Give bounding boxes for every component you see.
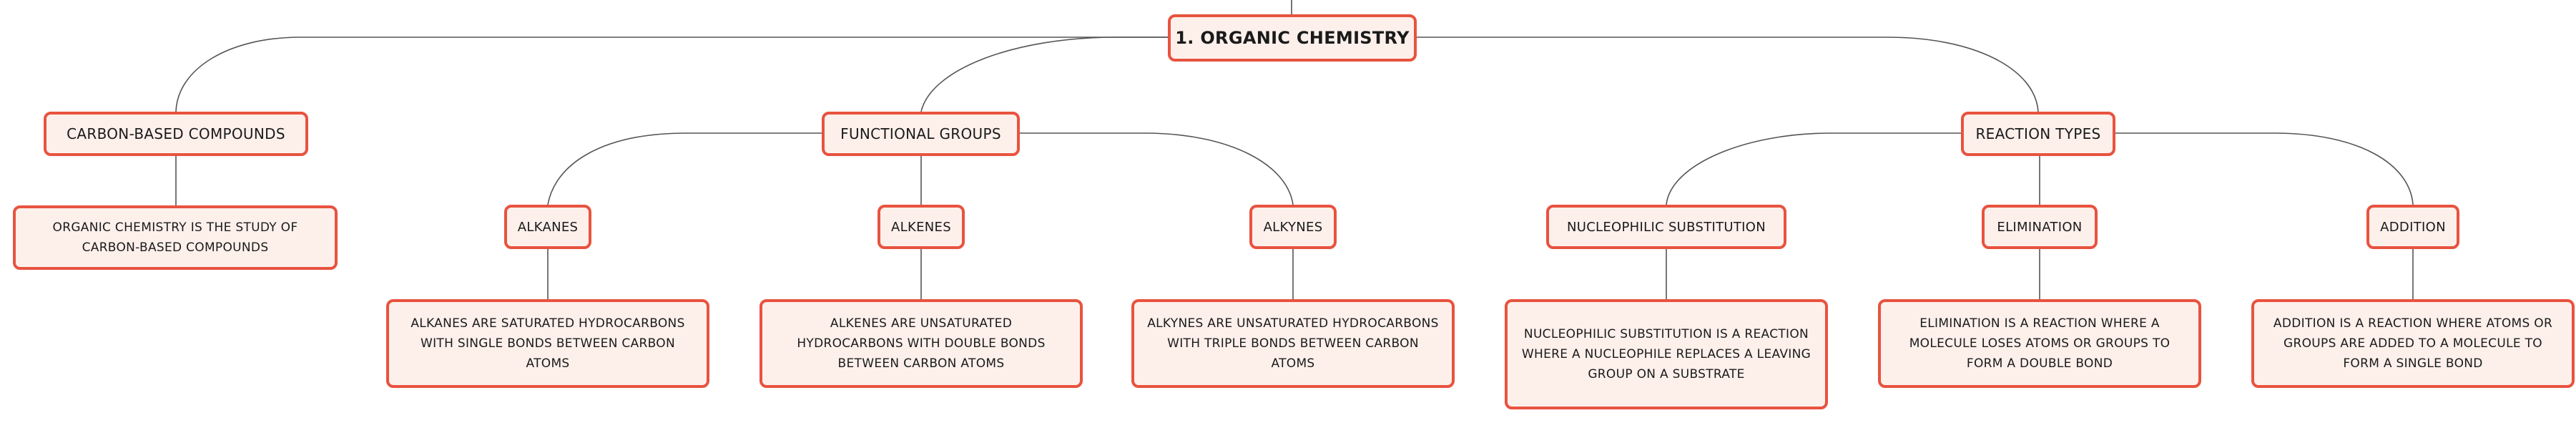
- topic-alkanes[interactable]: ALKANES: [504, 205, 591, 249]
- connector-root-functional: [920, 37, 1168, 112]
- root-topic[interactable]: 1. ORGANIC CHEMISTRY: [1168, 14, 1417, 62]
- connector-root-reactions: [1417, 37, 2039, 112]
- definition-addition[interactable]: ADDITION IS A REACTION WHERE ATOMS OR GR…: [2251, 299, 2575, 388]
- topic-functional-groups[interactable]: FUNCTIONAL GROUPS: [822, 112, 1020, 156]
- definition-carbon-based-compounds[interactable]: ORGANIC CHEMISTRY IS THE STUDY OF CARBON…: [13, 205, 338, 270]
- topic-carbon-based-compounds[interactable]: CARBON-BASED COMPOUNDS: [44, 112, 308, 156]
- definition-alkynes[interactable]: ALKYNES ARE UNSATURATED HYDROCARBONS WIT…: [1131, 299, 1455, 388]
- connector-root-carbon: [175, 37, 1168, 112]
- topic-alkenes[interactable]: ALKENES: [877, 205, 965, 249]
- connector-functional-alkanes: [547, 132, 822, 205]
- topic-nucleophilic-substitution[interactable]: NUCLEOPHILIC SUBSTITUTION: [1546, 205, 1786, 249]
- definition-alkenes[interactable]: ALKENES ARE UNSATURATED HYDROCARBONS WIT…: [759, 299, 1083, 388]
- definition-nucleophilic-substitution[interactable]: NUCLEOPHILIC SUBSTITUTION IS A REACTION …: [1505, 299, 1828, 409]
- topic-addition[interactable]: ADDITION: [2366, 205, 2459, 249]
- connector-functional-alkynes: [1020, 132, 1294, 205]
- connector-reactions-addition: [2115, 132, 2414, 205]
- topic-alkynes[interactable]: ALKYNES: [1249, 205, 1337, 249]
- definition-elimination[interactable]: ELIMINATION IS A REACTION WHERE A MOLECU…: [1878, 299, 2201, 388]
- topic-elimination[interactable]: ELIMINATION: [1982, 205, 2098, 249]
- connector-reactions-nucleophilic: [1666, 132, 1961, 205]
- definition-alkanes[interactable]: ALKANES ARE SATURATED HYDROCARBONS WITH …: [386, 299, 709, 388]
- topic-reaction-types[interactable]: REACTION TYPES: [1961, 112, 2115, 156]
